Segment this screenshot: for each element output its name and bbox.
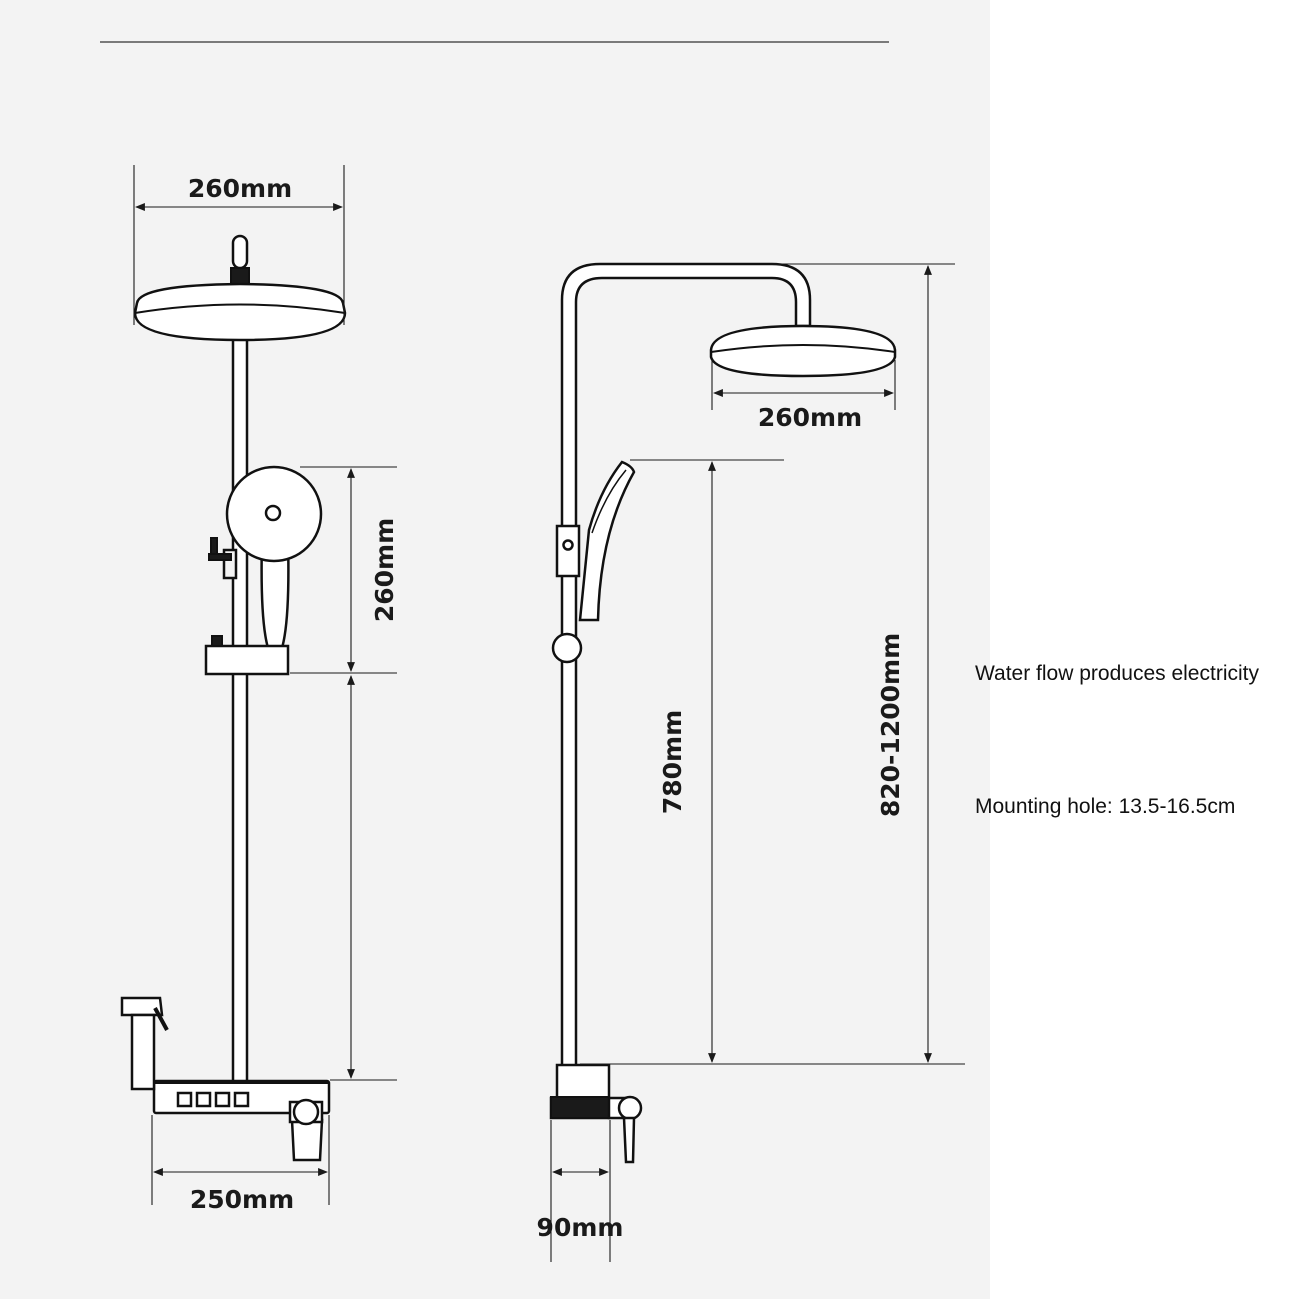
side-slide-height-label: 780mm: [658, 710, 687, 814]
power-note: Water flow produces electricity: [975, 662, 1259, 685]
side-head-width-label: 260mm: [758, 403, 862, 432]
front-bidet-sprayer: [120, 996, 169, 1091]
side-rain-shower-head: [709, 324, 897, 378]
front-head-width-label: 260mm: [188, 174, 292, 203]
side-hand-shower: [551, 460, 636, 664]
button-1: [176, 1091, 193, 1108]
front-hand-shower-height-label: 260mm: [370, 518, 399, 622]
front-view: 260mm 260mm 250mm: [120, 165, 399, 1214]
technical-drawing: 260mm 260mm 250mm: [100, 41, 965, 1262]
mounting-note: Mounting hole: 13.5-16.5cm: [975, 795, 1236, 818]
button-3: [214, 1091, 231, 1108]
side-base-depth-label: 90mm: [537, 1213, 624, 1242]
front-hand-shower: [204, 465, 323, 676]
side-pipe: [560, 262, 812, 1068]
side-total-height-label: 820-1200mm: [876, 633, 905, 817]
button-2: [195, 1091, 212, 1108]
front-rain-shower-head: [133, 282, 347, 342]
side-mixer-base: [549, 1063, 643, 1164]
front-rail: [231, 336, 249, 1085]
side-view: 260mm 780mm 820-1200mm 90mm: [537, 262, 965, 1262]
front-base-width-label: 250mm: [190, 1185, 294, 1214]
button-4: [233, 1091, 250, 1108]
front-mixer-base: [152, 1079, 331, 1162]
